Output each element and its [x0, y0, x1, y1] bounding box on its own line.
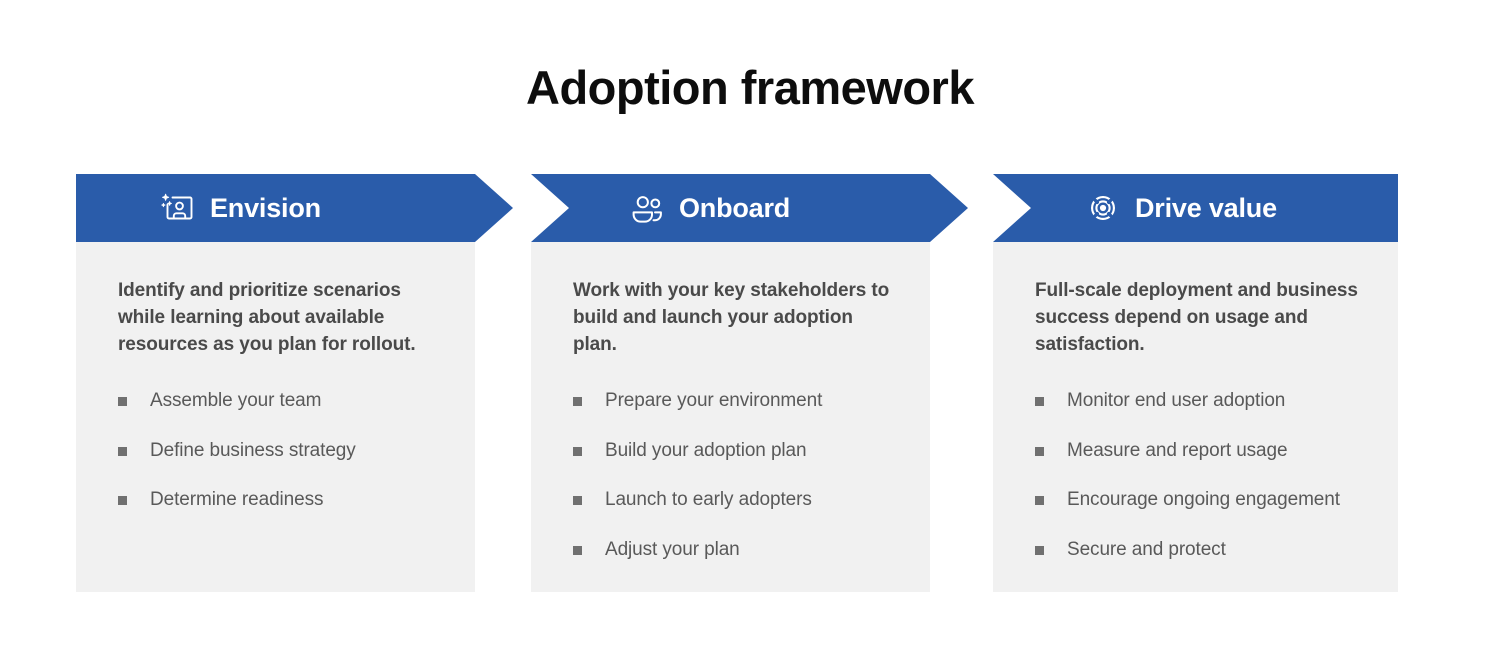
- onboard-people-icon: [629, 190, 665, 226]
- stage-envision-intro: Identify and prioritize scenarios while …: [118, 280, 416, 355]
- list-item: Assemble your team: [118, 389, 445, 413]
- square-bullet-icon: [1035, 396, 1044, 406]
- stage-drive-value-banner: Drive value: [993, 174, 1398, 242]
- list-item-label: Monitor end user adoption: [1067, 389, 1286, 411]
- stage-onboard-label: Onboard: [679, 192, 791, 223]
- page-title: Adoption framework: [526, 61, 974, 114]
- stage-drive-value-label: Drive value: [1135, 192, 1277, 223]
- list-item: Define business strategy: [118, 439, 445, 463]
- list-item: Monitor end user adoption: [1035, 389, 1368, 413]
- square-bullet-icon: [1035, 446, 1044, 456]
- list-item: Measure and report usage: [1035, 439, 1368, 463]
- square-bullet-icon: [573, 546, 582, 556]
- list-item-label: Adjust your plan: [605, 539, 740, 561]
- list-item: Adjust your plan: [573, 538, 900, 562]
- list-item: Build your adoption plan: [573, 439, 900, 463]
- stage-envision: Envision Identify and prioritize scenari…: [76, 174, 513, 592]
- square-bullet-icon: [573, 396, 582, 406]
- stage-envision-banner: Envision: [76, 174, 513, 242]
- list-item: Secure and protect: [1035, 538, 1368, 562]
- square-bullet-icon: [118, 496, 127, 506]
- list-item-label: Launch to early adopters: [605, 489, 812, 511]
- stage-onboard-list: Prepare your environment Build your adop…: [573, 389, 900, 562]
- square-bullet-icon: [1035, 496, 1044, 506]
- stage-onboard-banner: Onboard: [531, 174, 968, 242]
- drive-value-target-icon: [1085, 190, 1121, 226]
- list-item-label: Prepare your environment: [605, 389, 823, 411]
- list-item: Prepare your environment: [573, 389, 900, 413]
- square-bullet-icon: [573, 496, 582, 506]
- list-item-label: Measure and report usage: [1067, 439, 1288, 461]
- stage-onboard-intro: Work with your key stakeholders to build…: [573, 280, 890, 355]
- list-item-label: Assemble your team: [150, 389, 322, 411]
- stage-drive-value-intro: Full-scale deployment and business succe…: [1035, 280, 1358, 355]
- envision-person-frame-icon: [160, 190, 196, 226]
- list-item: Launch to early adopters: [573, 488, 900, 512]
- square-bullet-icon: [1035, 546, 1044, 556]
- list-item-label: Build your adoption plan: [605, 439, 807, 461]
- list-item: Determine readiness: [118, 488, 445, 512]
- square-bullet-icon: [118, 396, 127, 406]
- stage-envision-list: Assemble your team Define business strat…: [118, 389, 445, 512]
- list-item-label: Define business strategy: [150, 439, 356, 461]
- list-item: Encourage ongoing engagement: [1035, 488, 1368, 512]
- square-bullet-icon: [118, 446, 127, 456]
- list-item-label: Secure and protect: [1067, 539, 1226, 561]
- stage-onboard: Onboard Work with your key stakeholders …: [531, 174, 968, 592]
- stage-onboard-card: Work with your key stakeholders to build…: [531, 242, 930, 592]
- list-item-label: Encourage ongoing engagement: [1067, 489, 1340, 511]
- stage-envision-card: Identify and prioritize scenarios while …: [76, 242, 475, 592]
- stage-drive-value: Drive value Full-scale deployment and bu…: [993, 174, 1398, 592]
- adoption-framework-stages: Envision Identify and prioritize scenari…: [76, 174, 1398, 594]
- stage-drive-value-card: Full-scale deployment and business succe…: [993, 242, 1398, 592]
- stage-drive-value-list: Monitor end user adoption Measure and re…: [1035, 389, 1368, 562]
- list-item-label: Determine readiness: [150, 489, 324, 511]
- square-bullet-icon: [573, 446, 582, 456]
- stage-envision-label: Envision: [210, 192, 321, 223]
